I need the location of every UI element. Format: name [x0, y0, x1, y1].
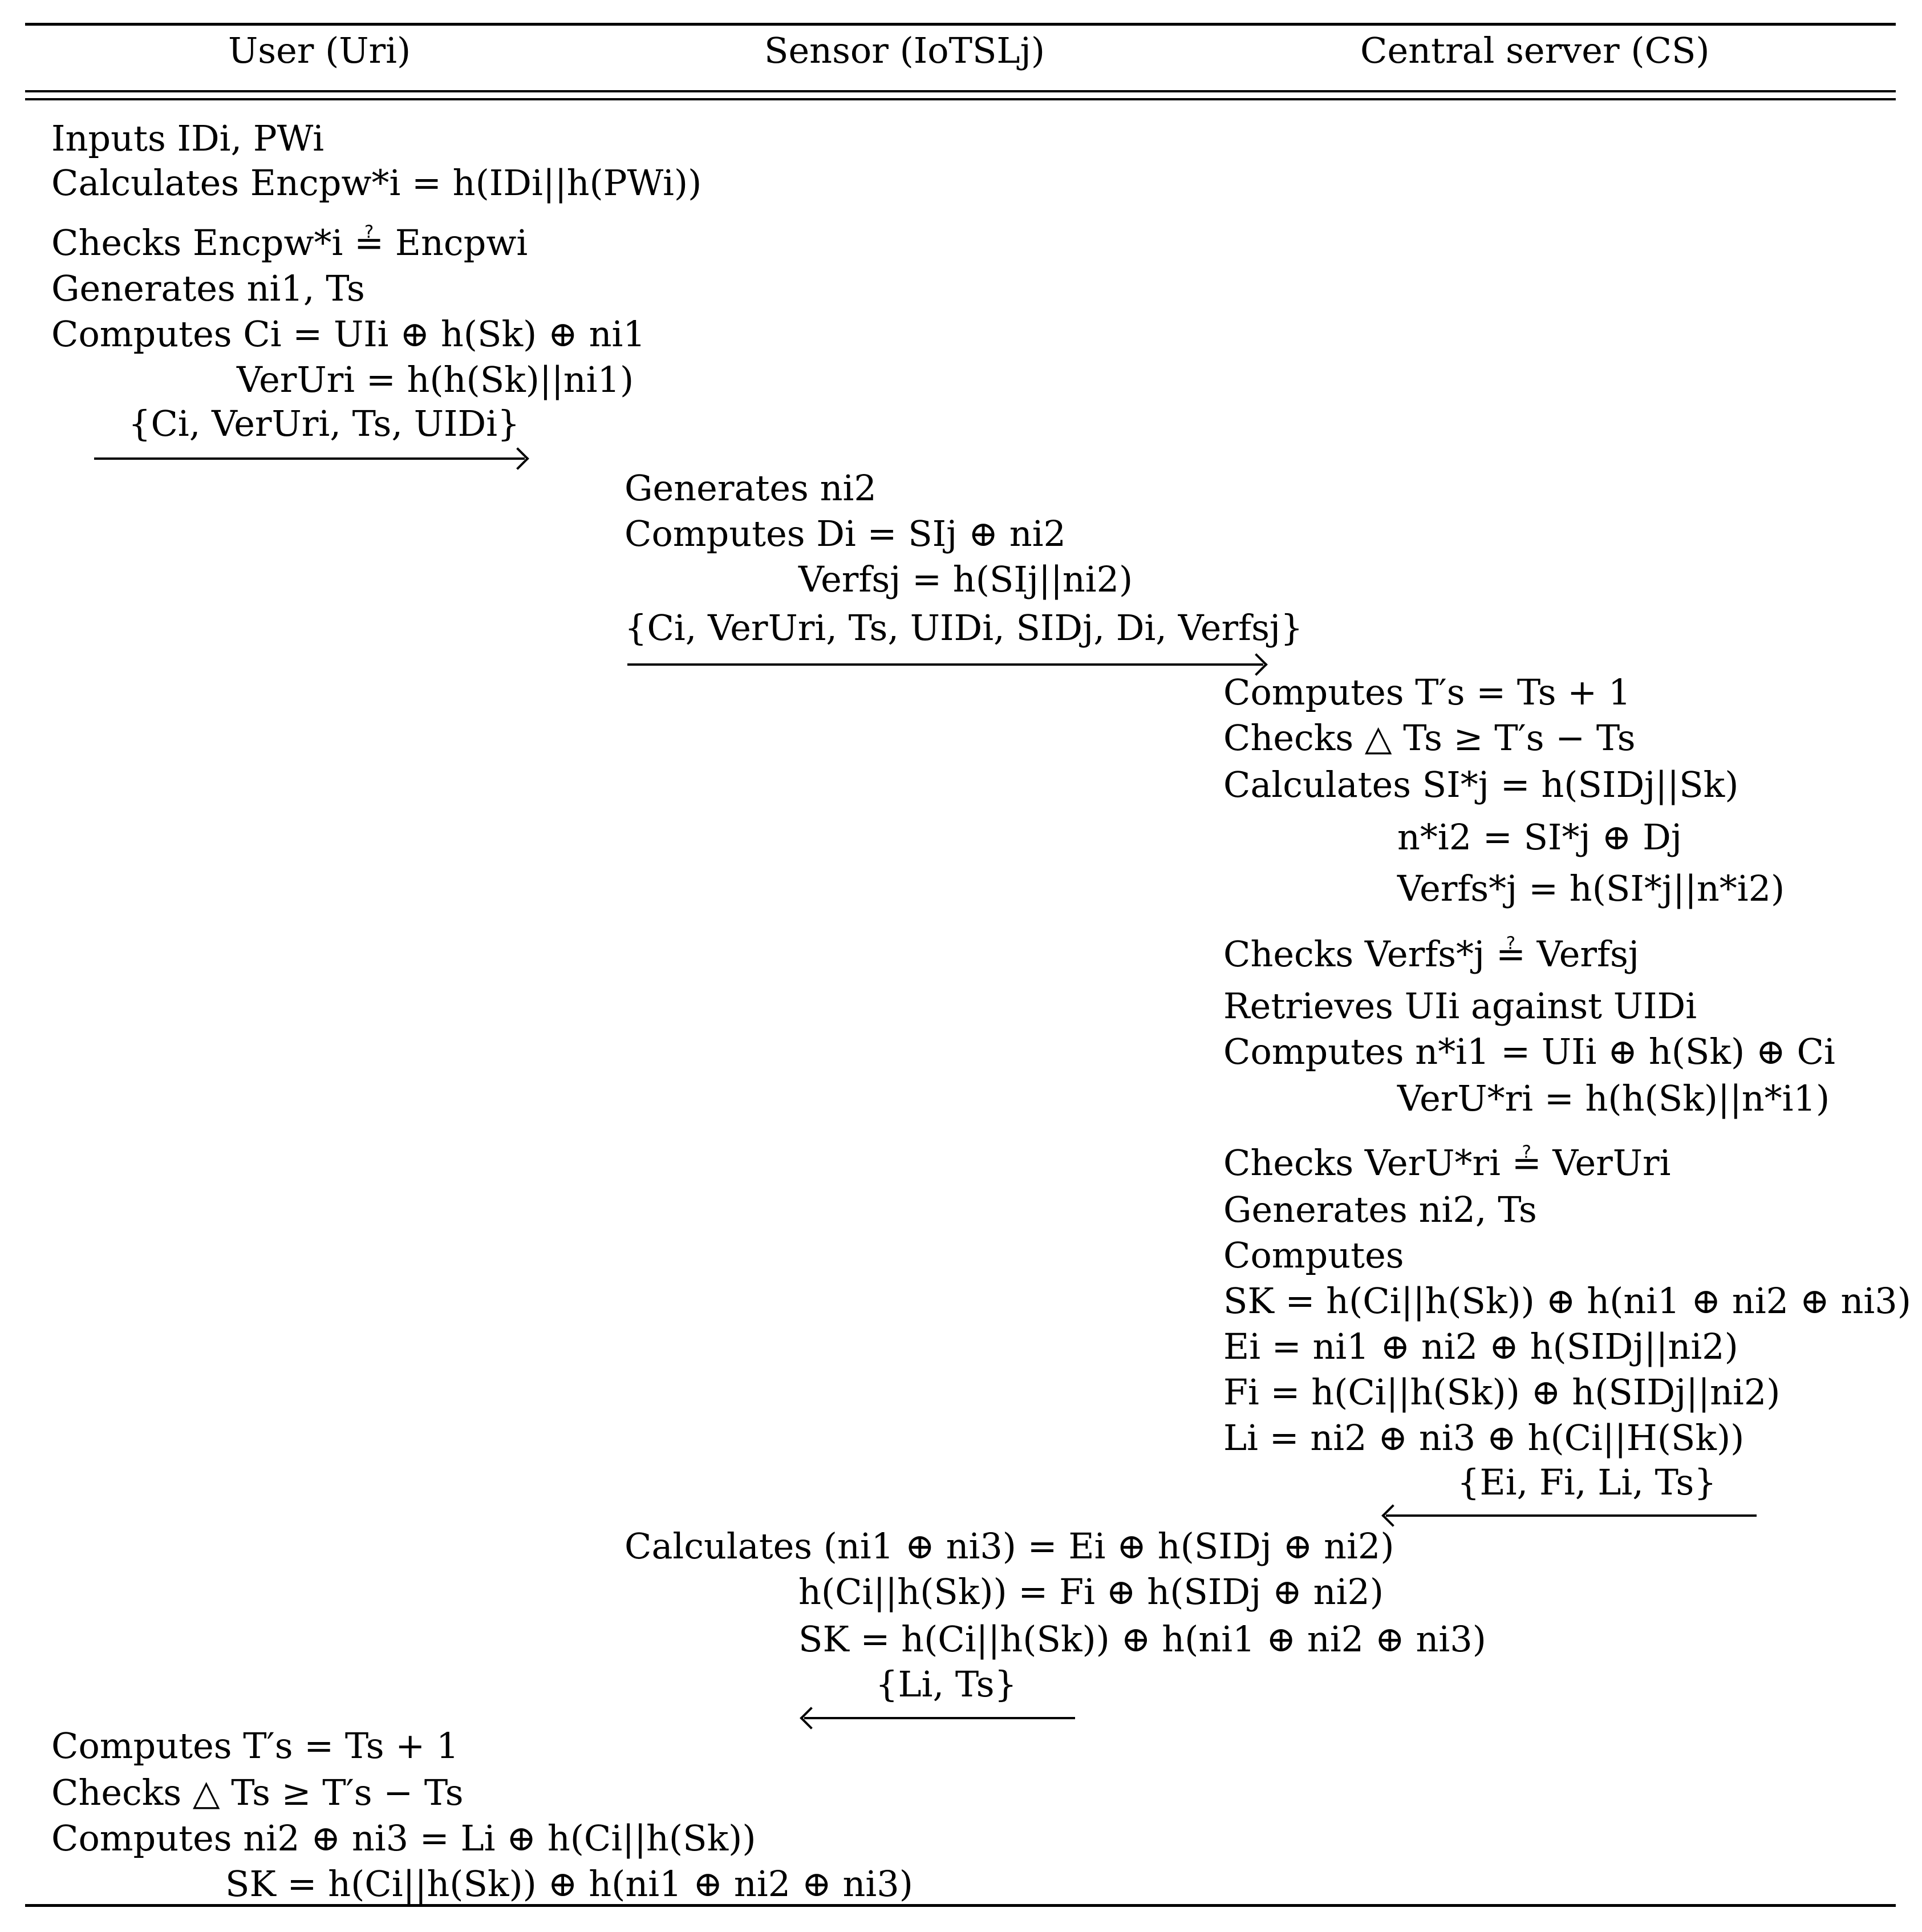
- message-2-label: {Ci, VerUri, Ts, UIDi, SIDj, Di, Verfsj}: [625, 607, 1303, 649]
- user-line: Computes T′s = Ts + 1: [51, 1725, 459, 1767]
- bottom-rule: [25, 1904, 1896, 1907]
- server-line: Verfs*j = h(SI*j||n*i2): [1397, 868, 1785, 909]
- server-line: Computes T′s = Ts + 1: [1223, 671, 1631, 713]
- server-line: Retrieves UIi against UIDi: [1223, 985, 1697, 1027]
- user-line: Checks △ Ts ≥ T′s − Ts: [51, 1772, 464, 1813]
- server-line: n*i2 = SI*j ⊕ Dj: [1397, 816, 1682, 858]
- header-rule-2: [25, 98, 1896, 100]
- sensor-line: Verfsj = h(SIj||ni2): [798, 558, 1133, 600]
- server-line: Ei = ni1 ⊕ ni2 ⊕ h(SIDj||ni2): [1223, 1326, 1738, 1367]
- user-line: Checks Encpw*i ≟ Encpwi: [51, 222, 528, 264]
- sensor-line: Generates ni2: [625, 467, 877, 509]
- sensor-line: SK = h(Ci||h(Sk)) ⊕ h(ni1 ⊕ ni2 ⊕ ni3): [798, 1618, 1486, 1660]
- message-4-arrow: [804, 1717, 1075, 1719]
- server-line: Checks VerU*ri ≟ VerUri: [1223, 1142, 1671, 1184]
- header-server: Central server (CS): [1360, 30, 1710, 71]
- user-line: Computes ni2 ⊕ ni3 = Li ⊕ h(Ci||h(Sk)): [51, 1817, 756, 1859]
- sensor-line: Calculates (ni1 ⊕ ni3) = Ei ⊕ h(SIDj ⊕ n…: [625, 1525, 1394, 1567]
- user-line: Generates ni1, Ts: [51, 268, 365, 309]
- message-4-label: {Li, Ts}: [875, 1663, 1017, 1705]
- user-line: Computes Ci = UIi ⊕ h(Sk) ⊕ ni1: [51, 313, 646, 355]
- sensor-line: Computes Di = SIj ⊕ ni2: [625, 513, 1066, 554]
- server-line: Li = ni2 ⊕ ni3 ⊕ h(Ci||H(Sk)): [1223, 1417, 1745, 1459]
- message-2-arrow: [627, 663, 1263, 666]
- message-3-arrow: [1386, 1514, 1757, 1517]
- user-line: Calculates Encpw*i = h(IDi||h(PWi)): [51, 162, 702, 204]
- server-line: VerU*ri = h(h(Sk)||n*i1): [1397, 1078, 1830, 1119]
- server-line: Checks △ Ts ≥ T′s − Ts: [1223, 717, 1636, 759]
- user-line: VerUri = h(h(Sk)||ni1): [237, 359, 634, 400]
- header-sensor: Sensor (IoTSLj): [764, 30, 1045, 71]
- top-rule: [25, 23, 1896, 26]
- server-line: Checks Verfs*j ≟ Verfsj: [1223, 933, 1640, 975]
- header-rule-1: [25, 90, 1896, 92]
- sensor-line: h(Ci||h(Sk)) = Fi ⊕ h(SIDj ⊕ ni2): [798, 1571, 1384, 1613]
- header-user: User (Uri): [228, 30, 411, 71]
- server-line: Calculates SI*j = h(SIDj||Sk): [1223, 764, 1739, 805]
- server-line: SK = h(Ci||h(Sk)) ⊕ h(ni1 ⊕ ni2 ⊕ ni3): [1223, 1280, 1911, 1322]
- user-line: Inputs IDi, PWi: [51, 118, 325, 159]
- server-line: Generates ni2, Ts: [1223, 1189, 1537, 1230]
- user-line: SK = h(Ci||h(Sk)) ⊕ h(ni1 ⊕ ni2 ⊕ ni3): [225, 1863, 913, 1905]
- message-1-arrow: [94, 457, 525, 460]
- message-1-label: {Ci, VerUri, Ts, UIDi}: [128, 403, 520, 444]
- server-line: Computes n*i1 = UIi ⊕ h(Sk) ⊕ Ci: [1223, 1031, 1835, 1072]
- server-line: Fi = h(Ci||h(Sk)) ⊕ h(SIDj||ni2): [1223, 1371, 1781, 1413]
- message-3-label: {Ei, Fi, Li, Ts}: [1457, 1461, 1717, 1503]
- server-line: Computes: [1223, 1234, 1404, 1276]
